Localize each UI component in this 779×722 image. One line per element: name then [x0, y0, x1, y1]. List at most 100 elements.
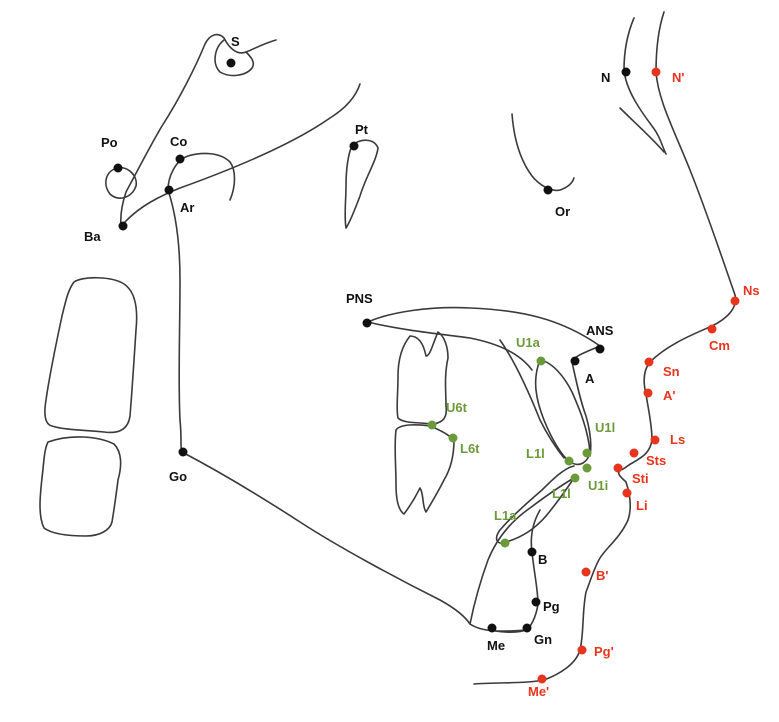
landmark-L6t — [448, 433, 458, 443]
label-ANS: ANS — [586, 323, 614, 338]
landmark-L1a — [500, 538, 510, 548]
landmark-Pg — [531, 597, 541, 607]
frontal-bone — [623, 17, 667, 155]
soft-tissue-landmarks: N' Ns Cm Sn A' Ls Sts Sti Li B' Pg' Me' — [528, 67, 760, 699]
label-Me: Me — [487, 638, 505, 653]
landmark-Me — [487, 623, 497, 633]
landmark-U6t — [427, 420, 437, 430]
symphysis — [469, 477, 575, 625]
soft-tissue-profile — [473, 11, 737, 685]
label-L1i: L1l — [526, 446, 545, 461]
landmark-Pt — [349, 141, 359, 151]
label-Co: Co — [170, 134, 187, 149]
landmark-Sts — [629, 448, 639, 458]
orbit-outline — [511, 113, 575, 192]
symphysis-outer — [489, 509, 541, 634]
landmark-U1i-upper — [582, 448, 592, 458]
vertebra-lower — [39, 436, 122, 537]
label-Me-soft: Me' — [528, 684, 549, 699]
landmark-B-soft — [581, 567, 591, 577]
palatal-lower — [367, 321, 533, 371]
landmark-Co — [175, 154, 185, 164]
landmark-U1a — [536, 356, 546, 366]
nasal-bone — [619, 107, 665, 153]
landmark-A — [570, 356, 580, 366]
label-Sts: Sts — [646, 453, 666, 468]
landmark-Ls — [650, 435, 660, 445]
label-N-soft: N' — [672, 70, 684, 85]
label-Pt: Pt — [355, 122, 369, 137]
anatomical-outlines — [39, 11, 737, 685]
landmark-A-soft — [643, 388, 653, 398]
landmark-Cm — [707, 324, 717, 334]
upper-molar — [396, 331, 449, 425]
condyle-outline — [167, 152, 236, 201]
landmark-PNS — [362, 318, 372, 328]
lower-incisor — [495, 465, 575, 544]
label-L1a: L1a — [494, 508, 517, 523]
landmark-U1i — [582, 463, 592, 473]
landmark-Me-soft — [537, 674, 547, 684]
label-Go: Go — [169, 469, 187, 484]
landmark-Pg-soft — [577, 645, 587, 655]
label-Ns: Ns — [743, 283, 760, 298]
landmark-S — [226, 58, 236, 68]
landmark-Po — [113, 163, 123, 173]
landmark-Gn — [522, 623, 532, 633]
landmark-Sn — [644, 357, 654, 367]
landmark-N — [621, 67, 631, 77]
label-Cm: Cm — [709, 338, 730, 353]
dental-landmarks: U1a U6t L6t U1l L1l U1i L1l L1a — [427, 335, 615, 548]
label-Pg-soft: Pg' — [594, 644, 614, 659]
label-Sti: Sti — [632, 471, 649, 486]
lower-molar — [394, 424, 455, 515]
landmark-Ba — [118, 221, 128, 231]
label-PNS: PNS — [346, 291, 373, 306]
label-Ar: Ar — [180, 200, 194, 215]
label-Sn: Sn — [663, 364, 680, 379]
label-Po: Po — [101, 135, 118, 150]
label-Ls: Ls — [670, 432, 685, 447]
label-Gn: Gn — [534, 632, 552, 647]
palatal-plane — [367, 306, 601, 347]
sella-floor — [214, 39, 255, 77]
landmark-Go — [178, 447, 188, 457]
label-B: B — [538, 552, 547, 567]
skeletal-landmarks: S N Po Co Pt Ar Ba Or PNS ANS A Go B Pg … — [84, 34, 631, 653]
landmark-Ns — [730, 296, 740, 306]
label-A-soft: A' — [663, 388, 675, 403]
label-Pg: Pg — [543, 599, 560, 614]
landmark-L1i — [564, 456, 574, 466]
vertebra-upper — [44, 276, 138, 434]
upper-incisor-root — [499, 339, 565, 459]
landmark-B — [527, 547, 537, 557]
label-A: A — [585, 371, 595, 386]
label-Or: Or — [555, 204, 570, 219]
ramus-posterior — [167, 189, 183, 453]
landmark-ANS — [595, 344, 605, 354]
landmark-Or — [543, 185, 553, 195]
label-Ba: Ba — [84, 229, 101, 244]
label-Li: Li — [636, 498, 648, 513]
landmark-N-soft — [651, 67, 661, 77]
label-L6t: L6t — [460, 441, 480, 456]
landmark-Li — [622, 488, 632, 498]
label-N: N — [601, 70, 610, 85]
label-B-soft: B' — [596, 568, 608, 583]
label-U1a: U1a — [516, 335, 541, 350]
label-S: S — [231, 34, 240, 49]
label-U1i-upper: U1l — [595, 420, 615, 435]
mandibular-border — [181, 451, 527, 632]
landmark-L1l — [570, 473, 580, 483]
label-U6t: U6t — [446, 400, 468, 415]
upper-incisor — [534, 359, 591, 466]
porion-ring — [105, 166, 138, 199]
landmark-Ar — [164, 185, 174, 195]
pterygomaxillary-fissure — [344, 139, 379, 229]
cranial-base — [124, 83, 361, 223]
label-U1i: U1i — [588, 478, 608, 493]
maxilla-anterior — [571, 345, 601, 457]
landmark-Sti — [613, 463, 623, 473]
